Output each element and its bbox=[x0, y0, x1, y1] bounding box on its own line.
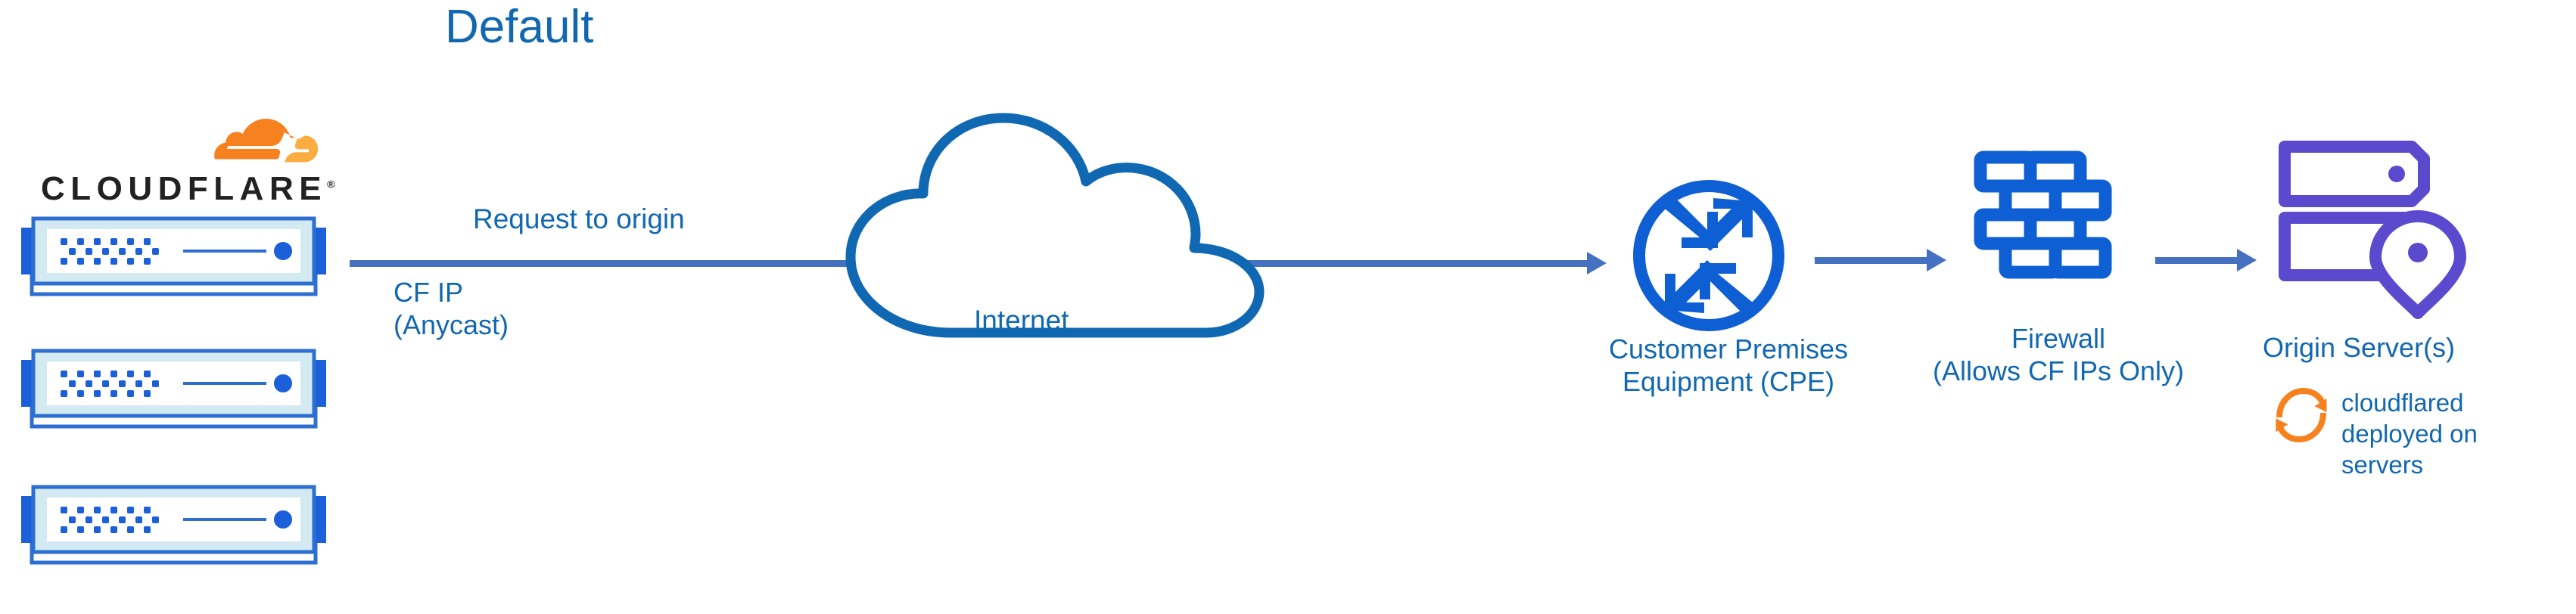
brick-wall-icon bbox=[1974, 150, 2112, 279]
origin-server-label: Origin Server(s) bbox=[2263, 332, 2456, 363]
cf-ip-label: CF IP (Anycast) bbox=[394, 276, 509, 341]
router-icon bbox=[1633, 180, 1784, 331]
connector-arrowhead-edge-to-cpe bbox=[1587, 252, 1607, 274]
connector-arrowhead-firewall-to-origin bbox=[2237, 249, 2257, 271]
connector-label-request-to-origin: Request to origin bbox=[473, 203, 685, 234]
sync-refresh-icon bbox=[2276, 387, 2327, 443]
firewall-label-line1: Firewall bbox=[2011, 323, 2105, 354]
firewall-label-line2: (Allows CF IPs Only) bbox=[1932, 355, 2185, 386]
cf-ip-label-line1: CF IP bbox=[394, 277, 464, 308]
page-title: Default bbox=[445, 1, 594, 53]
cpe-label: Customer Premises Equipment (CPE) bbox=[1570, 333, 1887, 398]
cloudflared-note-line3: servers bbox=[2341, 451, 2424, 479]
cpe-label-line2: Equipment (CPE) bbox=[1622, 366, 1835, 397]
cloudflared-note-line1: cloudflared bbox=[2341, 389, 2464, 417]
cloudflare-wordmark: CLOUDFLARE® bbox=[41, 172, 334, 206]
server-appliance-icon bbox=[21, 216, 326, 296]
firewall-label: Firewall (Allows CF IPs Only) bbox=[1899, 322, 2217, 387]
connector-line-firewall-to-origin bbox=[2155, 257, 2237, 264]
registered-trademark-icon: ® bbox=[327, 178, 335, 191]
cloudflare-wordmark-text: CLOUDFLARE bbox=[41, 170, 328, 207]
server-appliance-icon bbox=[21, 485, 326, 565]
cloudflared-note-line2: deployed on bbox=[2341, 420, 2478, 448]
cloudflare-logo: CLOUDFLARE® bbox=[17, 104, 350, 206]
connector-line-cpe-to-firewall bbox=[1815, 257, 1927, 264]
connector-arrowhead-cpe-to-firewall bbox=[1927, 249, 1946, 271]
cpe-label-line1: Customer Premises bbox=[1608, 333, 1849, 364]
internet-label: Internet bbox=[974, 305, 1069, 336]
cf-ip-label-line2: (Anycast) bbox=[394, 309, 509, 340]
server-appliance-icon bbox=[21, 349, 326, 429]
cloud-icon bbox=[845, 113, 1265, 338]
server-rack-pin-icon bbox=[2279, 141, 2466, 319]
cloudflare-cloud-logo-icon bbox=[214, 119, 319, 163]
cloudflared-note: cloudflared deployed on servers bbox=[2341, 387, 2478, 480]
